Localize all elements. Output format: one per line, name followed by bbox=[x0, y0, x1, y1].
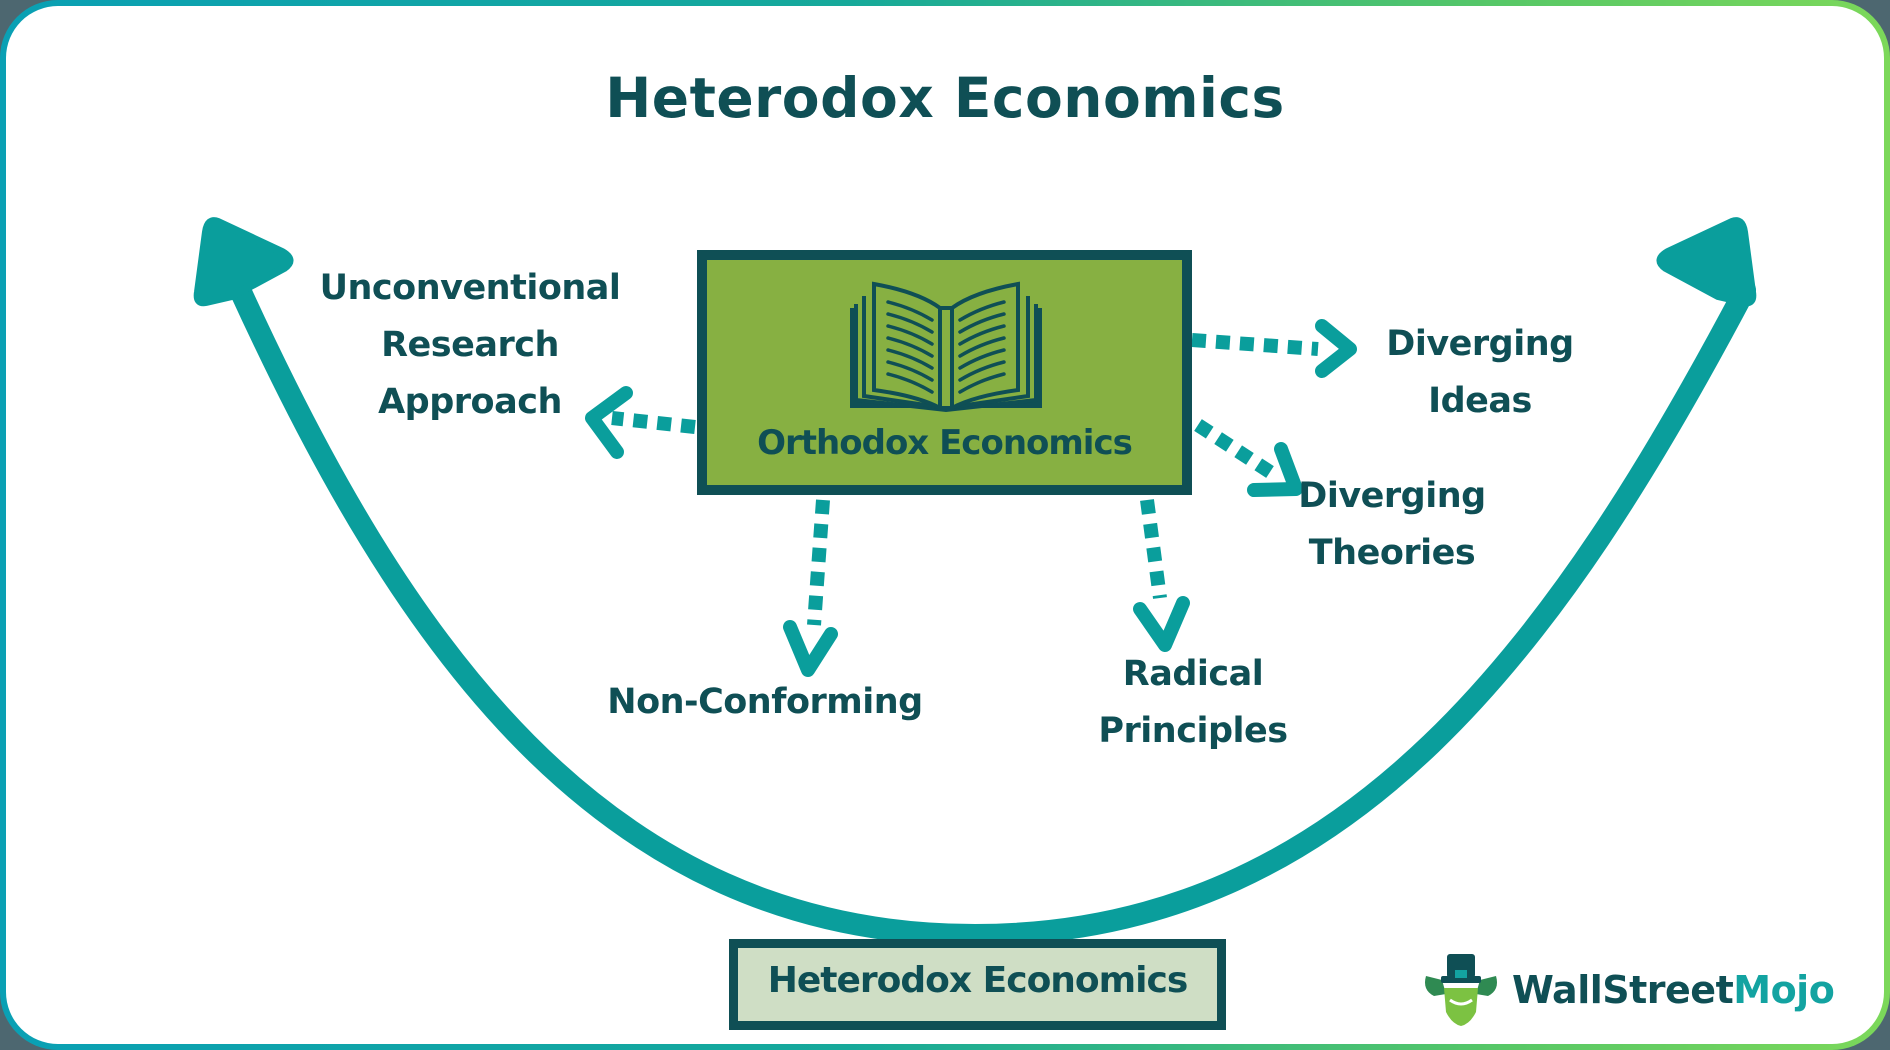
label-non-conforming: Non-Conforming bbox=[585, 674, 945, 731]
orthodox-economics-label: Orthodox Economics bbox=[757, 423, 1133, 463]
brand-name-part2: Mojo bbox=[1733, 968, 1835, 1012]
label-line: Ideas bbox=[1428, 381, 1532, 421]
open-book-icon bbox=[850, 281, 1042, 413]
orthodox-economics-box: Orthodox Economics bbox=[697, 250, 1192, 495]
u-curve-arrow bbox=[229, 279, 1756, 947]
page-title: Heterodox Economics bbox=[605, 66, 1285, 130]
label-line: Approach bbox=[378, 382, 562, 422]
arrow-to-non-conforming bbox=[783, 499, 838, 677]
brand-logo: WallStreetMojo bbox=[1420, 950, 1835, 1030]
label-diverging-theories: Diverging Theories bbox=[1262, 468, 1522, 582]
brand-name-part1: WallStreet bbox=[1512, 968, 1734, 1012]
label-unconventional-research-approach: Unconventional Research Approach bbox=[300, 260, 640, 431]
label-line: Unconventional bbox=[319, 268, 621, 308]
card bbox=[6, 6, 1884, 1044]
label-line: Theories bbox=[1308, 533, 1476, 573]
arrow-to-diverging-theories bbox=[1194, 419, 1303, 497]
label-line: Radical bbox=[1122, 654, 1264, 694]
arrow-to-unconventional bbox=[585, 386, 696, 459]
bull-mascot-icon bbox=[1425, 954, 1497, 1026]
brand-name: WallStreetMojo bbox=[1512, 968, 1835, 1012]
u-curve-left-arrowhead-icon bbox=[193, 217, 294, 307]
heterodox-economics-box: Heterodox Economics bbox=[729, 939, 1226, 1030]
label-diverging-ideas: Diverging Ideas bbox=[1350, 316, 1610, 430]
arrow-to-radical-principles bbox=[1133, 499, 1190, 652]
label-line: Research bbox=[381, 325, 559, 365]
label-radical-principles: Radical Principles bbox=[1063, 646, 1323, 760]
label-line: Diverging bbox=[1386, 324, 1574, 364]
label-line: Non-Conforming bbox=[607, 682, 923, 722]
heterodox-economics-label: Heterodox Economics bbox=[767, 960, 1189, 1001]
u-curve-right-arrowhead-icon bbox=[1656, 217, 1757, 307]
arrow-to-diverging-ideas bbox=[1191, 319, 1357, 378]
label-line: Principles bbox=[1098, 711, 1288, 751]
label-line: Diverging bbox=[1298, 476, 1486, 516]
